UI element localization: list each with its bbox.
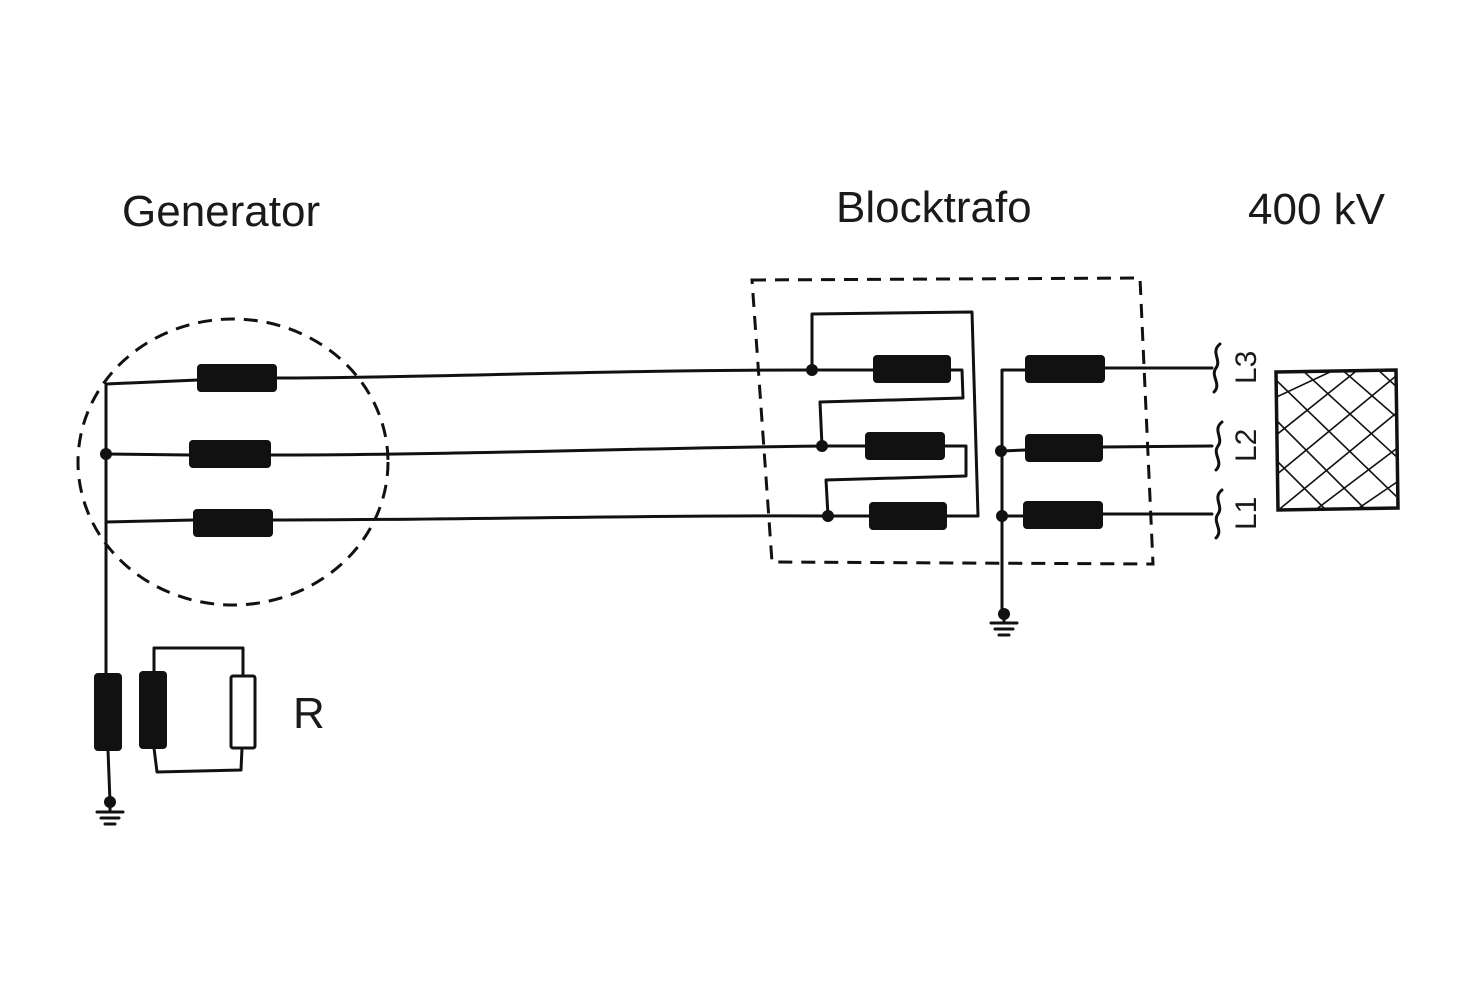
line-phase-bot xyxy=(270,514,872,522)
output-line-l2 xyxy=(1100,444,1214,449)
gen-wire-top xyxy=(104,378,200,386)
trafo-secondary-1 xyxy=(1023,501,1103,529)
delta-mid-wire xyxy=(818,368,965,448)
voltage-label: 400 kV xyxy=(1248,185,1386,234)
termination-l1 xyxy=(1214,488,1224,540)
trafo-primary-1 xyxy=(873,355,951,383)
blocktrafo-boundary xyxy=(750,276,1155,566)
sec-wire-mid xyxy=(999,448,1028,453)
phase-label-l3: L3 xyxy=(1230,351,1263,384)
termination-l3 xyxy=(1212,342,1222,394)
generator-winding-1 xyxy=(197,364,277,392)
resistor-label: R xyxy=(293,689,325,738)
secondary-loop xyxy=(152,646,245,774)
trafo-primary-3 xyxy=(869,502,947,530)
secondary-star-bus xyxy=(1000,368,1028,616)
grounding-transformer-primary xyxy=(94,673,122,751)
gen-wire-bot xyxy=(104,518,196,524)
termination-l2 xyxy=(1214,420,1224,472)
gen-wire-mid xyxy=(104,452,192,457)
generator-label: Generator xyxy=(122,187,320,236)
ground-symbol-trafo xyxy=(989,612,1019,637)
phase-label-l1: L1 xyxy=(1230,497,1263,530)
blocktrafo-label: Blocktrafo xyxy=(836,183,1032,232)
grid-400kv-symbol xyxy=(1274,368,1400,512)
trafo-secondary-2 xyxy=(1025,434,1103,462)
delta-top-wire xyxy=(810,310,980,518)
neutral-ground-wire xyxy=(106,748,112,804)
generator-boundary xyxy=(76,317,390,607)
grid-400kv-frame xyxy=(1274,368,1400,512)
resistor-r xyxy=(229,674,257,750)
delta-bot-wire xyxy=(824,444,968,518)
generator-winding-3 xyxy=(193,509,273,537)
grounding-transformer-secondary xyxy=(139,671,167,749)
line-phase-top xyxy=(274,368,814,380)
phase-label-l2: L2 xyxy=(1230,429,1263,462)
trafo-secondary-3 xyxy=(1025,355,1105,383)
ground-symbol-generator xyxy=(95,800,125,826)
generator-winding-2 xyxy=(189,440,271,468)
trafo-primary-2 xyxy=(865,432,945,460)
line-phase-mid xyxy=(268,444,868,457)
